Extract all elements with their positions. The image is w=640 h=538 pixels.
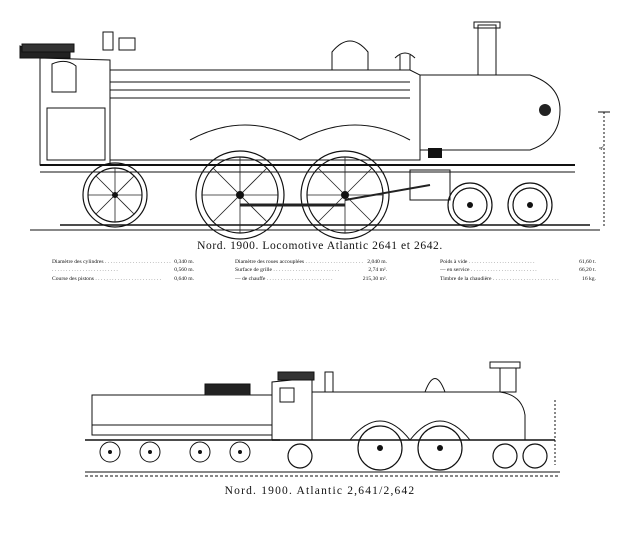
- spec-row: Surface de grille2,74 m².: [235, 266, 387, 274]
- specs-column-3: Poids à vide61,60 t. — en service66,20 t…: [440, 258, 596, 283]
- top-drawing-caption: Nord. 1900. Locomotive Atlantic 2641 et …: [197, 240, 443, 252]
- bottom-drawing-caption: Nord. 1900. Atlantic 2,641/2,642: [224, 485, 416, 497]
- spec-row: Poids à vide61,60 t.: [440, 258, 596, 266]
- spec-row: Course des pistons0,640 m.: [52, 275, 194, 283]
- spec-row: — en service66,20 t.: [440, 266, 596, 274]
- spec-row: — de chauffe215,30 m².: [235, 275, 387, 283]
- locomotive-side-elevation-drawing: [19, 21, 610, 240]
- spec-row: 0,560 m.: [52, 266, 194, 274]
- spec-row: Timbre de la chaudière16 kg.: [440, 275, 596, 283]
- spec-row: Diamètre des roues accouplées2,040 m.: [235, 258, 387, 266]
- specs-column-1: Diamètre des cylindres0,340 m. 0,560 m. …: [52, 258, 194, 283]
- spec-row: Diamètre des cylindres0,340 m.: [52, 258, 194, 266]
- specs-column-2: Diamètre des roues accouplées2,040 m. Su…: [235, 258, 387, 283]
